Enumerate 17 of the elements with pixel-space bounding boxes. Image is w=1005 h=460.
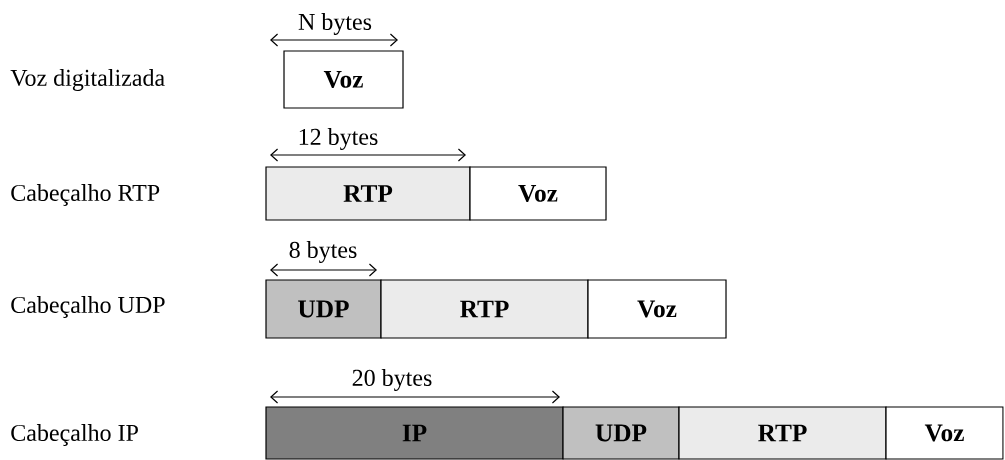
packet-field: RTP [678, 406, 887, 460]
packet-field: Voz [469, 166, 607, 221]
packet-field: Voz [587, 279, 727, 339]
packet-field: UDP [562, 406, 680, 460]
packet-field: Voz [283, 50, 404, 109]
byte-label: 12 bytes [299, 128, 378, 150]
packet-field: UDP [265, 279, 382, 339]
packet-field: RTP [380, 279, 589, 339]
byte-label: 20 bytes [352, 369, 432, 391]
packet-field: Voz [885, 406, 1004, 460]
row-label: Cabeçalho IP [11, 424, 138, 446]
row-label: Cabeçalho UDP [11, 296, 165, 318]
packet-field: RTP [265, 166, 471, 221]
row-label: Cabeçalho RTP [11, 184, 160, 206]
packet-field: IP [265, 406, 564, 460]
row-label: Voz digitalizada [10, 69, 165, 91]
byte-label: 8 bytes [289, 241, 357, 263]
